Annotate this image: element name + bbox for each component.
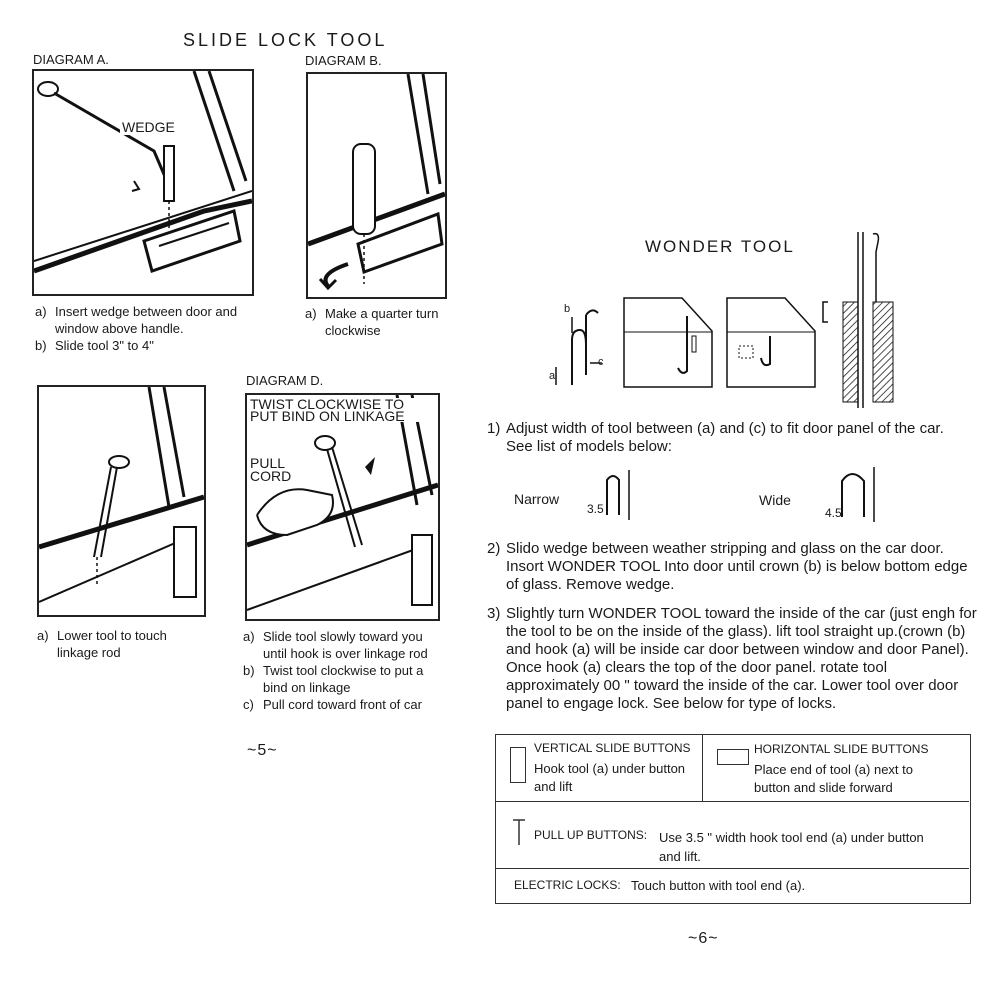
step-key: a) bbox=[35, 304, 47, 319]
vertical-slide-icon bbox=[510, 747, 526, 783]
diagram-d-step: b) Twist tool clockwise to put a bind on … bbox=[243, 662, 448, 696]
step-text: Make a quarter turn clockwise bbox=[325, 306, 439, 338]
diagram-d-step: a) Slide tool slowly toward you until hoo… bbox=[243, 628, 448, 662]
diagram-c-step: a) Lower tool to touch linkage rod bbox=[37, 627, 207, 661]
pull-up-text: Use 3.5 " width hook tool end (a) under … bbox=[659, 830, 924, 864]
horizontal-slide-icon bbox=[717, 749, 749, 765]
section-title-wonder-tool: WONDER TOOL bbox=[645, 237, 795, 256]
diagram-a-drawing bbox=[34, 71, 252, 274]
pull-up-icon bbox=[512, 818, 526, 846]
narrow-label: Narrow bbox=[514, 491, 560, 507]
diagram-d-illustration bbox=[245, 393, 440, 621]
diagram-a-illustration bbox=[32, 69, 254, 296]
step-text: Slido wedge between weather stripping an… bbox=[506, 540, 968, 593]
door-cross-section-figure bbox=[818, 232, 898, 410]
horizontal-slide-cell: HORIZONTAL SLIDE BUTTONS Place end of to… bbox=[703, 735, 969, 802]
step-text: Lower tool to touch linkage rod bbox=[57, 628, 167, 660]
step-number: 2) bbox=[487, 540, 501, 557]
step-text: Slide tool slowly toward you until hook … bbox=[263, 629, 428, 661]
electric-locks-cell: ELECTRIC LOCKS: Touch button with tool e… bbox=[496, 869, 969, 902]
diagram-b-drawing bbox=[308, 74, 445, 291]
vertical-slide-cell: VERTICAL SLIDE BUTTONS Hook tool (a) und… bbox=[496, 735, 703, 802]
pull-cord-callout: PULL CORD bbox=[250, 456, 298, 483]
diagram-b-step: a) Make a quarter turn clockwise bbox=[305, 305, 465, 339]
step-text: Insert wedge between door and window abo… bbox=[55, 304, 238, 336]
door-panel-drawing-1 bbox=[623, 297, 713, 388]
step-key: c) bbox=[243, 697, 254, 712]
electric-locks-text: Touch button with tool end (a). bbox=[631, 878, 806, 893]
tool-label-c: c bbox=[598, 356, 604, 368]
tool-label-b: b bbox=[564, 303, 571, 315]
wonder-step-1: 1) Adjust width of tool between (a) and (… bbox=[487, 420, 952, 456]
step-key: a) bbox=[305, 306, 317, 321]
vertical-slide-text: Hook tool (a) under button and lift bbox=[534, 761, 686, 794]
diagram-a-label: DIAGRAM A. bbox=[33, 52, 109, 67]
diagram-d-drawing bbox=[247, 395, 438, 611]
step-text: Adjust width of tool between (a) and (c)… bbox=[506, 420, 944, 455]
door-panel-figure-2 bbox=[725, 296, 818, 389]
step-key: a) bbox=[37, 628, 49, 643]
pull-up-title: PULL UP BUTTONS: bbox=[534, 828, 648, 842]
wedge-callout: WEDGE bbox=[120, 119, 177, 135]
wide-value: 4.5 bbox=[825, 506, 842, 520]
twist-callout: TWIST CLOCKWISE TO PUT BIND ON LINKAGE bbox=[250, 397, 420, 423]
step-number: 1) bbox=[487, 420, 501, 437]
horizontal-slide-text: Place end of tool (a) next to button and… bbox=[754, 762, 913, 795]
step-number: 3) bbox=[487, 605, 501, 622]
diagram-d-caption: a) Slide tool slowly toward you until hoo… bbox=[243, 628, 448, 713]
wide-hook-icon bbox=[840, 467, 878, 522]
step-key: a) bbox=[243, 629, 255, 644]
diagram-b-illustration bbox=[306, 72, 447, 299]
wonder-tool-figure bbox=[550, 305, 610, 390]
diagram-d-step: c) Pull cord toward front of car bbox=[243, 696, 448, 713]
electric-locks-title: ELECTRIC LOCKS: bbox=[514, 878, 621, 892]
step-text: Pull cord toward front of car bbox=[263, 697, 422, 712]
narrow-hook-icon bbox=[605, 470, 635, 520]
narrow-value: 3.5 bbox=[587, 502, 604, 516]
page-title-slide-lock-tool: SLIDE LOCK TOOL bbox=[183, 30, 388, 50]
diagram-a-caption: a) Insert wedge between door and window a… bbox=[35, 303, 255, 354]
door-panel-figure-1 bbox=[622, 296, 715, 389]
wonder-step-2: 2) Slido wedge between weather stripping … bbox=[487, 540, 982, 594]
pull-up-cell: PULL UP BUTTONS: Use 3.5 " width hook to… bbox=[496, 802, 969, 869]
wide-label: Wide bbox=[759, 492, 791, 508]
diagram-c-caption: a) Lower tool to touch linkage rod bbox=[37, 627, 207, 661]
page-number-right: ~6~ bbox=[688, 930, 719, 947]
diagram-c-illustration bbox=[37, 385, 206, 617]
page-number-left: ~5~ bbox=[247, 742, 278, 759]
diagram-c-drawing bbox=[39, 387, 204, 603]
diagram-d-label: DIAGRAM D. bbox=[246, 373, 324, 388]
door-cross-section-drawing bbox=[822, 232, 894, 408]
wonder-step-3: 3) Slightly turn WONDER TOOL toward the i… bbox=[487, 605, 984, 713]
step-key: b) bbox=[243, 663, 255, 678]
door-panel-drawing-2 bbox=[726, 297, 816, 388]
step-key: b) bbox=[35, 338, 47, 353]
horizontal-slide-title: HORIZONTAL SLIDE BUTTONS bbox=[754, 742, 929, 756]
wonder-tool-drawing bbox=[555, 309, 602, 385]
step-text: Slide tool 3" to 4" bbox=[55, 338, 154, 353]
diagram-b-caption: a) Make a quarter turn clockwise bbox=[305, 305, 465, 339]
lock-types-table: VERTICAL SLIDE BUTTONS Hook tool (a) und… bbox=[495, 734, 971, 904]
diagram-a-step: b) Slide tool 3" to 4" bbox=[35, 337, 255, 354]
diagram-a-step: a) Insert wedge between door and window a… bbox=[35, 303, 255, 337]
diagram-b-label: DIAGRAM B. bbox=[305, 53, 382, 68]
vertical-slide-title: VERTICAL SLIDE BUTTONS bbox=[534, 741, 691, 755]
step-text: Twist tool clockwise to put a bind on li… bbox=[263, 663, 424, 695]
step-text: Slightly turn WONDER TOOL toward the ins… bbox=[506, 605, 977, 712]
tool-label-a: a bbox=[549, 370, 556, 382]
